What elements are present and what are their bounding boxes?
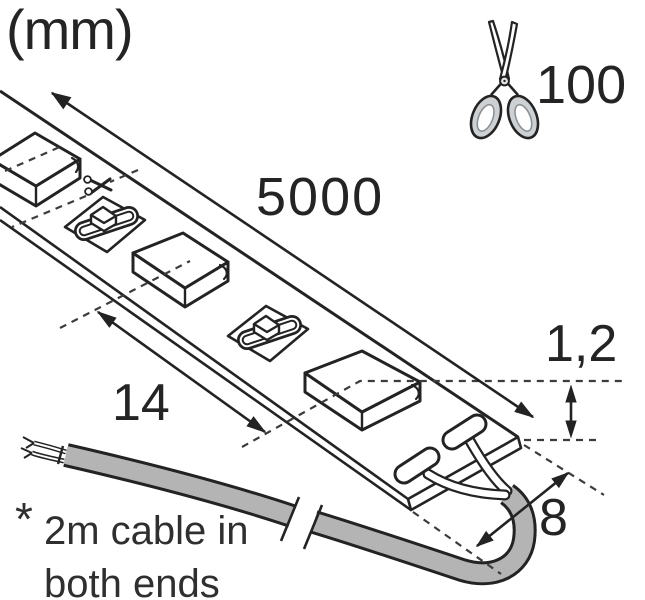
cable-break-mark — [279, 496, 324, 550]
scissors-icon — [469, 19, 540, 140]
cable-note-line1: 2m cable in — [44, 509, 249, 553]
dim-strip-length — [50, 91, 535, 419]
strip-length-label: 5000 — [256, 167, 385, 227]
dim-led-pitch — [96, 310, 267, 434]
led-pitch-label: 14 — [112, 374, 170, 432]
cable — [20, 436, 537, 586]
scissors-handle — [469, 94, 503, 140]
pitch-extension-line-1 — [59, 260, 191, 329]
chip1-center-line — [4, 144, 63, 173]
cut-line — [109, 168, 139, 184]
construction-lines — [4, 144, 622, 448]
cut-interval-label: 100 — [536, 55, 627, 115]
led-chip-3 — [303, 349, 422, 432]
resistor-1 — [63, 195, 147, 254]
chip-corner-notch — [218, 263, 228, 281]
led-chip-1 — [0, 131, 82, 208]
chip-corner-notch — [410, 383, 420, 401]
solder-pad-2 — [396, 449, 438, 482]
strip-front-edge — [0, 205, 409, 501]
end-wire-2 — [424, 470, 509, 499]
unit-label: (mm) — [6, 0, 134, 61]
strip-back-edge — [0, 89, 519, 439]
dim-thickness — [565, 384, 577, 439]
resistor-2 — [226, 304, 310, 363]
cable-note: 2m cable in both ends — [44, 505, 249, 600]
dim-strip-width — [475, 471, 570, 548]
dimension-arrows — [50, 91, 577, 548]
solder-pad-1 — [444, 416, 485, 448]
scissors-handle — [506, 94, 540, 140]
led-chip-2 — [131, 231, 230, 309]
cable-note-line2: both ends — [44, 562, 220, 600]
width-extension-lines — [412, 444, 605, 575]
strip-body — [0, 89, 523, 512]
cut-line — [11, 194, 87, 229]
strip-bottom-edge — [0, 218, 412, 512]
pitch-extension-line-2 — [241, 379, 622, 448]
end-wire-1 — [466, 437, 511, 495]
scissors-icon — [83, 175, 113, 196]
end-connection — [393, 413, 513, 501]
led-chips — [0, 131, 422, 432]
strip-width-label: 8 — [539, 489, 568, 547]
thickness-label: 1,2 — [545, 315, 618, 373]
chip-corner-notch — [70, 156, 80, 174]
cable-note-asterisk: * — [15, 493, 33, 545]
